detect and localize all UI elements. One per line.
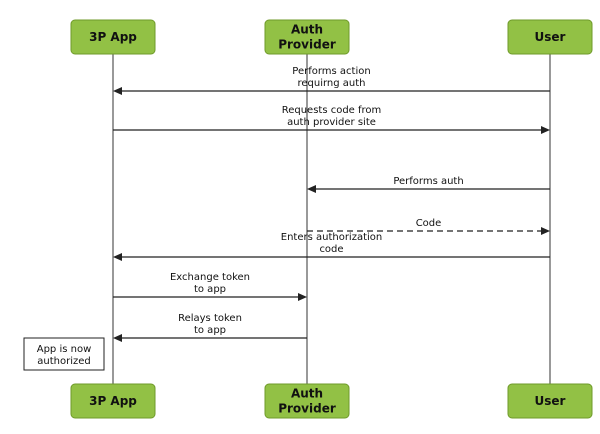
actor-label: 3P App — [89, 30, 137, 44]
arrowhead-icon — [541, 227, 550, 235]
arrowhead-icon — [541, 126, 550, 134]
actor-app-bottom: 3P App — [70, 383, 156, 419]
actor-label: Auth — [291, 23, 323, 37]
actor-box — [264, 383, 350, 419]
arrowhead-icon — [113, 87, 122, 95]
message-label: auth provider site — [287, 117, 376, 128]
message-label: Exchange token — [170, 272, 250, 283]
actor-label: Provider — [278, 38, 336, 52]
arrowhead-icon — [307, 185, 316, 193]
actor-label: 3P App — [89, 394, 137, 408]
arrowhead-icon — [113, 334, 122, 342]
message-label: Requests code from — [282, 105, 382, 116]
actor-label: User — [535, 30, 566, 44]
message-label: requirng auth — [297, 78, 365, 89]
message-label: Enters authorization — [281, 232, 383, 243]
actor-label: Auth — [291, 387, 323, 401]
message-label: to app — [194, 325, 226, 336]
actor-box — [507, 383, 593, 419]
message-4: Code — [307, 218, 550, 235]
message-label: Relays token — [178, 313, 242, 324]
note-text: authorized — [37, 356, 90, 367]
actor-box — [507, 19, 593, 55]
actor-box — [264, 19, 350, 55]
message-label: to app — [194, 284, 226, 295]
actor-label: Provider — [278, 402, 336, 416]
actor-label: User — [535, 394, 566, 408]
arrowhead-icon — [113, 253, 122, 261]
message-label: code — [319, 244, 343, 255]
actor-user-bottom: User — [507, 383, 593, 419]
message-3: Performs auth — [307, 176, 550, 193]
note-text: App is now — [37, 344, 92, 355]
actor-user-top: User — [507, 19, 593, 55]
message-label: Code — [416, 218, 442, 229]
actor-box — [70, 19, 156, 55]
message-label: Performs action — [292, 66, 370, 77]
arrowhead-icon — [298, 293, 307, 301]
note-box — [23, 337, 105, 371]
actor-app-top: 3P App — [70, 19, 156, 55]
actor-box — [70, 383, 156, 419]
message-label: Performs auth — [393, 176, 463, 187]
